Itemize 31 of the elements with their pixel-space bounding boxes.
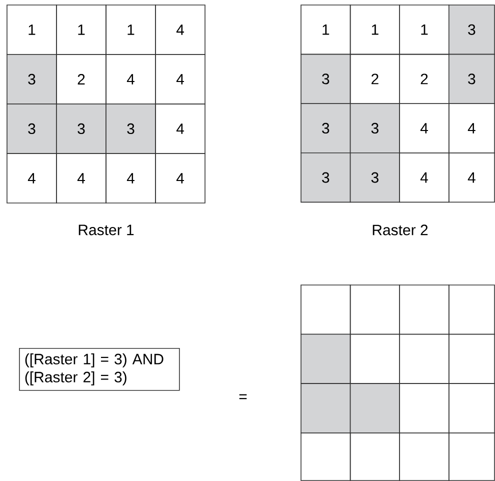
grid-cell: 4 [155,54,206,104]
grid-cell: 1 [56,4,106,55]
grid-cell: 4 [56,153,106,204]
grid-cell: 4 [155,4,206,55]
expression-box: ([Raster 1] = 3) AND ([Raster 2] = 3) [19,348,180,391]
grid-cell: 4 [106,153,156,204]
grid-cell: 3 [350,152,400,203]
grid-cell: 3 [300,103,351,154]
grid-cell: 3 [56,104,106,154]
grid-cell: 3 [448,54,495,104]
grid-cell: 4 [155,104,206,154]
grid-cell: 3 [6,54,57,104]
equals-sign: = [239,394,247,400]
grid-cell: 4 [448,103,495,154]
grid-cell: 3 [300,54,351,104]
grid-cell: 4 [399,152,450,203]
grid-cell: 4 [6,153,57,204]
grid-cell: 4 [399,103,450,154]
grid-cell: 4 [448,152,495,203]
grid-cell: 3 [350,103,400,154]
raster-caption: Raster 2 [372,224,428,236]
raster-caption: Raster 1 [78,224,134,236]
grid-cell: 3 [6,104,57,154]
grid-cell: 1 [106,4,156,55]
grid-cell: 1 [350,4,400,55]
grid-cell: 1 [399,4,450,55]
grid-cell: 3 [106,104,156,154]
grid-cell: 4 [155,153,206,204]
grid-cell: 2 [399,54,450,104]
grid-cell: 3 [300,152,351,203]
grid-cell: 3 [448,4,495,55]
